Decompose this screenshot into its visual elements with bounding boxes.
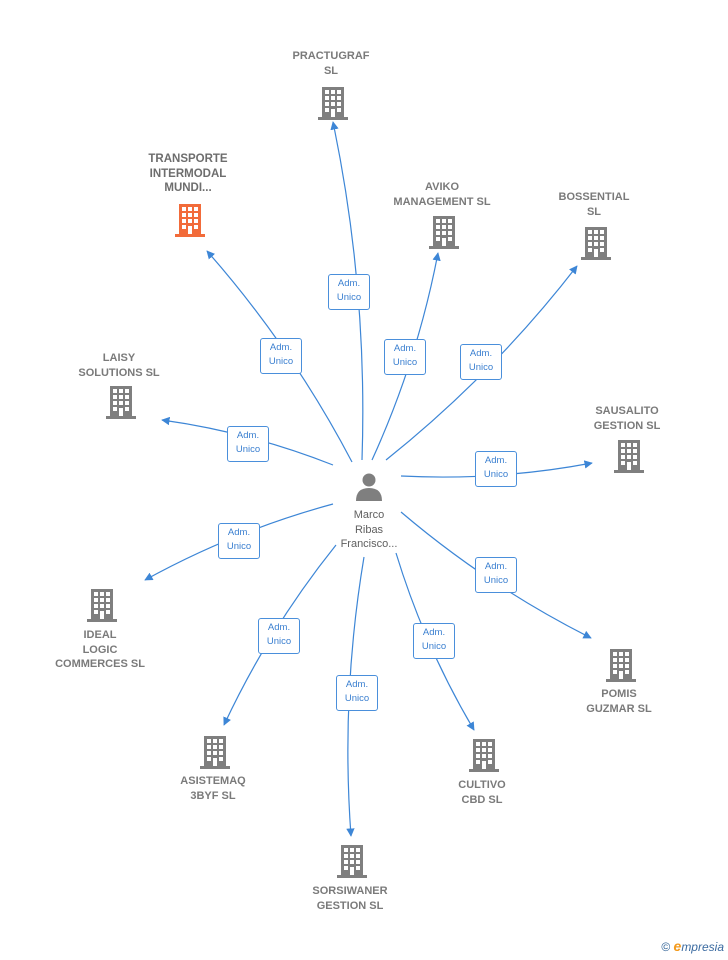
relation-label-sorsiwaner: Adm. Unico xyxy=(336,675,378,711)
building-icon[interactable] xyxy=(581,227,611,260)
company-label-cultivo[interactable]: CULTIVO CBD SL xyxy=(458,779,506,806)
building-icon[interactable] xyxy=(106,386,136,419)
brand-logo[interactable]: empresia xyxy=(673,938,724,954)
company-label-asistemaq[interactable]: ASISTEMAQ 3BYF SL xyxy=(180,775,246,802)
company-label-aviko[interactable]: AVIKO MANAGEMENT SL xyxy=(393,181,491,208)
relation-label-transporte: Adm. Unico xyxy=(260,338,302,374)
building-icon[interactable] xyxy=(87,589,117,622)
relation-label-sausalito: Adm. Unico xyxy=(475,451,517,487)
company-label-ideal[interactable]: IDEAL LOGIC COMMERCES SL xyxy=(55,629,145,670)
copyright-symbol: © xyxy=(661,940,671,954)
person-icon[interactable] xyxy=(356,473,382,502)
company-label-sorsiwaner[interactable]: SORSIWANER GESTION SL xyxy=(312,885,388,912)
relation-label-laisy: Adm. Unico xyxy=(227,426,269,462)
footer: © empresia xyxy=(661,938,724,954)
company-label-practugraf[interactable]: PRACTUGRAF SL xyxy=(292,50,370,77)
building-icon[interactable] xyxy=(337,845,367,878)
relation-label-ideal: Adm. Unico xyxy=(218,523,260,559)
relation-label-practugraf: Adm. Unico xyxy=(328,274,370,310)
building-icon[interactable] xyxy=(200,736,230,769)
building-icon[interactable] xyxy=(429,216,459,249)
relation-label-asistemaq: Adm. Unico xyxy=(258,618,300,654)
company-label-laisy[interactable]: LAISY SOLUTIONS SL xyxy=(78,352,160,379)
relation-label-bossential: Adm. Unico xyxy=(460,344,502,380)
building-icon[interactable] xyxy=(469,739,499,772)
building-icon[interactable] xyxy=(175,204,205,237)
relation-label-pomis: Adm. Unico xyxy=(475,557,517,593)
company-label-pomis[interactable]: POMIS GUZMAR SL xyxy=(586,688,652,715)
building-icon[interactable] xyxy=(606,649,636,682)
building-icon[interactable] xyxy=(318,87,348,120)
building-icon[interactable] xyxy=(614,440,644,473)
company-label-transporte[interactable]: TRANSPORTE INTERMODAL MUNDI... xyxy=(148,153,228,194)
company-label-bossential[interactable]: BOSSENTIAL SL xyxy=(558,191,630,218)
person-label[interactable]: Marco Ribas Francisco... xyxy=(340,509,398,550)
company-label-sausalito[interactable]: SAUSALITO GESTION SL xyxy=(593,405,661,432)
relation-label-aviko: Adm. Unico xyxy=(384,339,426,375)
relation-label-cultivo: Adm. Unico xyxy=(413,623,455,659)
